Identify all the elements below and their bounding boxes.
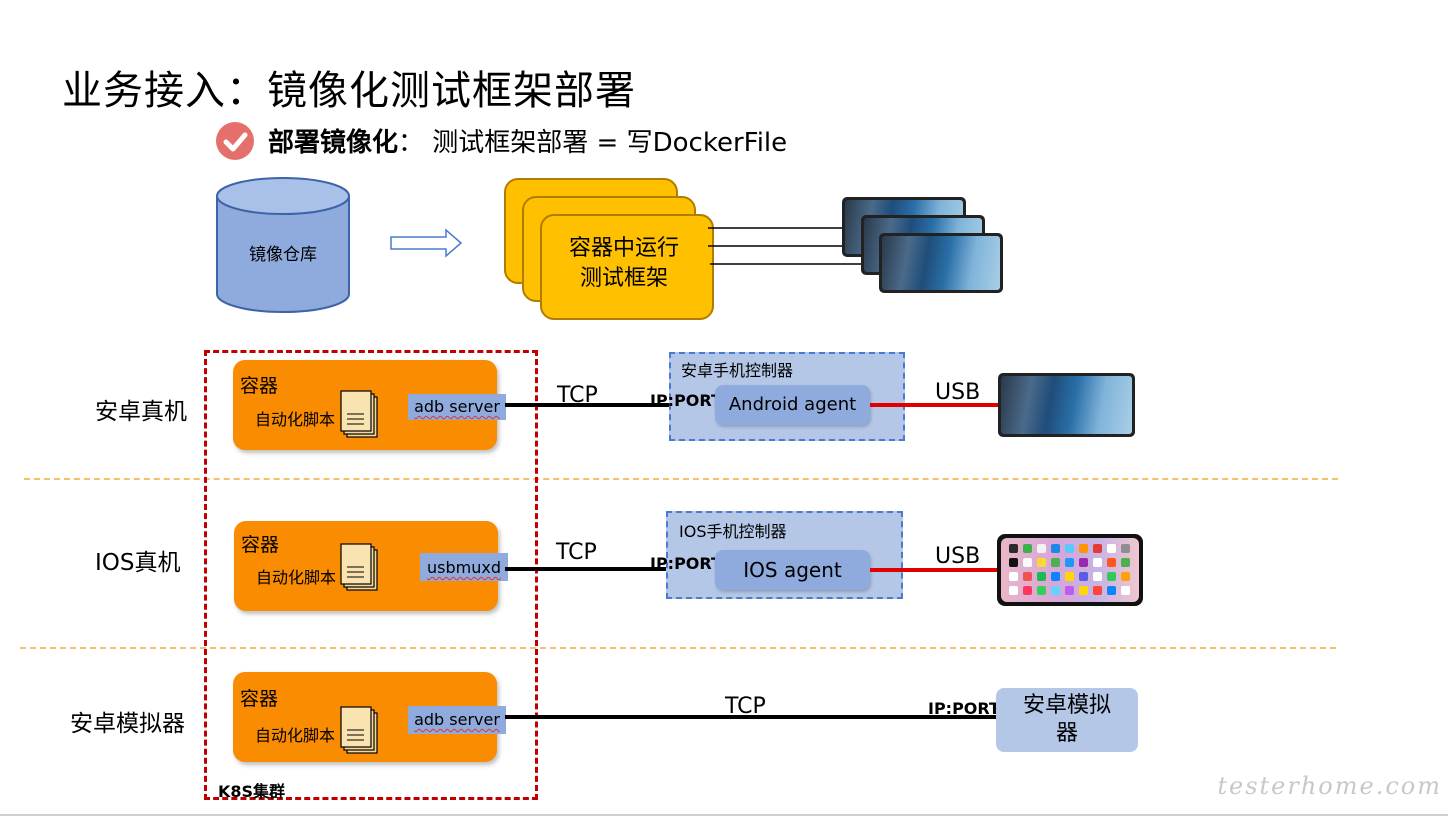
row-divider (24, 478, 1338, 480)
iphone-image (997, 534, 1143, 606)
container-label: 容器 (240, 688, 279, 710)
controller-label: 安卓手机控制器 (681, 361, 794, 380)
subtitle-bold: 部署镜像化 (268, 128, 399, 158)
page-title: 业务接入：镜像化测试框架部署 (62, 68, 636, 114)
script-label: 自动化脚本 (256, 568, 337, 587)
script-document-icon (340, 390, 378, 438)
ip-port-label: IP:PORT (650, 554, 722, 573)
usbmuxd-label: usbmuxd (427, 558, 501, 577)
adb-server-label: adb server (414, 397, 500, 416)
subtitle: 部署镜像化： 测试框架部署 = 写DockerFile (268, 122, 787, 159)
container-card-front (540, 214, 714, 320)
row-label-android-device: 安卓真机 (95, 399, 187, 425)
container-run-label: 容器中运行测试框架 (568, 236, 679, 291)
phone-image (879, 233, 1003, 293)
row-divider (20, 647, 1336, 649)
check-icon (216, 122, 254, 160)
database-cylinder-icon (216, 177, 350, 313)
subtitle-rest: ： 测试框架部署 = 写DockerFile (398, 128, 788, 158)
watermark: testerhome.com (1217, 772, 1442, 800)
adb-server-box: adb server (408, 394, 506, 420)
usb-label: USB (935, 380, 981, 405)
adb-server-label: adb server (414, 710, 500, 729)
usb-label: USB (935, 544, 981, 569)
image-repo-label: 镜像仓库 (249, 245, 317, 265)
ip-port-label: IP:PORT (928, 699, 1000, 718)
controller-label: IOS手机控制器 (679, 522, 787, 541)
ios-agent-box: IOS agent (715, 550, 870, 590)
tcp-line (505, 715, 997, 719)
container-label: 容器 (240, 375, 279, 397)
row-label-android-emulator: 安卓模拟器 (70, 711, 185, 737)
script-document-icon (340, 706, 378, 754)
tcp-line (505, 567, 717, 571)
usb-line (870, 568, 998, 572)
k8s-cluster-label: K8S集群 (218, 782, 286, 801)
k8s-cluster-boundary (204, 350, 538, 800)
card-to-phones-connectors (708, 227, 886, 265)
ip-port-label: IP:PORT (650, 391, 722, 410)
tcp-label: TCP (725, 694, 766, 719)
adb-server-box: adb server (408, 706, 506, 734)
android-agent-box: Android agent (715, 385, 870, 425)
tcp-line (505, 403, 717, 407)
script-label: 自动化脚本 (255, 726, 336, 745)
usb-line (870, 403, 998, 407)
row-label-ios-device: IOS真机 (95, 550, 181, 576)
android-phone-image (998, 373, 1135, 437)
tcp-label: TCP (557, 383, 598, 408)
container-label: 容器 (241, 534, 280, 556)
bottom-divider (0, 814, 1448, 816)
android-emulator-box: 安卓模拟器 (996, 688, 1138, 752)
usbmuxd-box: usbmuxd (420, 553, 508, 581)
tcp-label: TCP (556, 540, 597, 565)
script-label: 自动化脚本 (255, 410, 336, 429)
arrow-right-icon (390, 228, 463, 258)
script-document-icon (340, 543, 378, 591)
